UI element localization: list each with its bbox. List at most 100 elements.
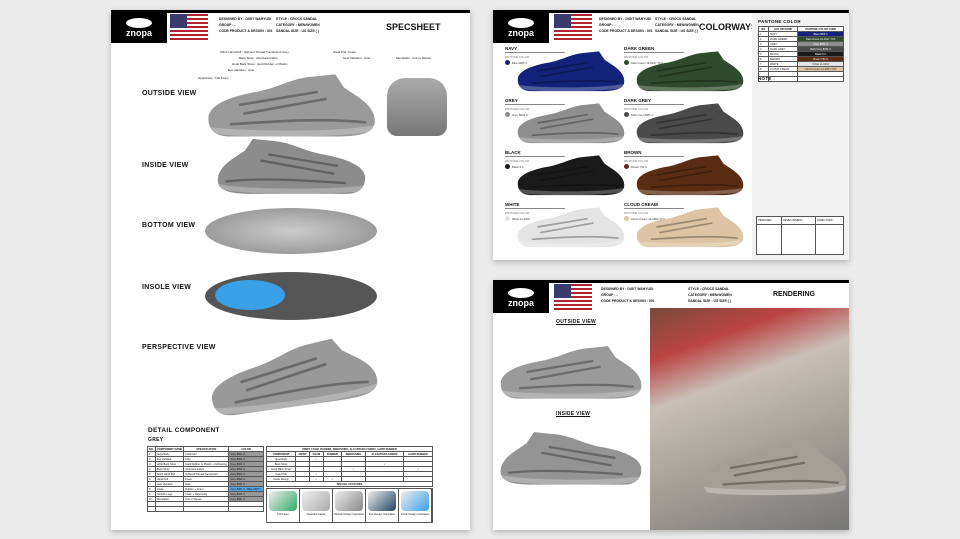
page-title: COLORWAYS	[699, 22, 758, 32]
colorway-shoe	[634, 48, 746, 94]
category: CATEGORY : MEN/WOMEN	[688, 293, 732, 297]
callout: Hook Back Strap : Hard Rubber or Plastic	[232, 62, 288, 66]
group: GROUP : -	[599, 23, 616, 27]
brand-name: znopa	[126, 28, 152, 38]
colorway-shoe	[515, 204, 627, 250]
product-code: CODE PRODUCT & DESIGN : 001	[601, 299, 655, 303]
pantone-code: Dark Grey 8001 C	[631, 113, 654, 117]
feature-label: Insole Design Inspiration	[400, 513, 430, 516]
meta-right: STYLE : CROCS SANDAL CATEGORY : MEN/WOMEN…	[688, 286, 732, 304]
colorway-name: WHITE	[505, 202, 520, 207]
color-swatch	[624, 112, 629, 117]
feature-item: Insole Design Inspiration	[399, 489, 432, 522]
feature-image	[302, 491, 330, 511]
color-swatch	[505, 216, 510, 221]
designer: DESIGNED BY : DIGIT WAHYUDI	[219, 17, 272, 21]
outside-view-label: OUTSIDE VIEW	[556, 319, 596, 325]
process-table: PRINT, FOAM, RUBBER, DEBOSSING, ALCANTAR…	[265, 446, 433, 487]
color-swatch	[624, 60, 629, 65]
style: STYLE : CROCS SANDAL	[655, 17, 697, 21]
feature-item: Alcantara Fabric	[300, 489, 333, 522]
colorway-name: NAVY	[505, 46, 518, 51]
us-flag	[554, 284, 592, 310]
feature-image	[269, 491, 297, 511]
insole-view-label: INSOLE VIEW	[142, 284, 192, 291]
size: SANDAL SIZE : US SIZE ( )	[688, 299, 731, 303]
directors-sign: DIRECTORS	[815, 216, 844, 225]
color-swatch	[624, 216, 629, 221]
size: SANDAL SIZE : US SIZE ( )	[655, 29, 698, 33]
shoe-bottom-view	[205, 208, 377, 254]
brand-logo: znopa	[493, 283, 549, 313]
colorway-name: CLOUD CREAM	[624, 202, 658, 207]
designer-sign: DESIGNER	[755, 216, 783, 225]
colorway-shoe	[634, 204, 746, 250]
rendering-photo	[650, 308, 849, 530]
page-title: RENDERING	[773, 291, 816, 298]
outside-view-label: OUTSIDE VIEW	[142, 90, 197, 97]
colorway-name: BLACK	[505, 150, 521, 155]
inside-view-label: INSIDE VIEW	[556, 411, 591, 417]
callout: Monolabel : Knit or Weave	[396, 56, 432, 60]
us-flag	[554, 14, 592, 40]
color-swatch	[505, 60, 510, 65]
shoe-perspective-view	[200, 318, 386, 431]
top-bar	[493, 280, 849, 283]
colorway-shoe	[634, 152, 746, 198]
pantone-sub: PANTONE COLOR	[624, 159, 648, 163]
colorway-shoe	[515, 48, 627, 94]
pantone-sub: PANTONE COLOR	[624, 55, 648, 59]
render-inside-shoe	[497, 428, 645, 488]
colorway-name: DARK GREEN	[624, 46, 655, 51]
feature-label: Alcantara Fabric	[306, 513, 326, 516]
feature-item: Eye Design Inspiration	[366, 489, 399, 522]
brand-logo: znopa	[493, 13, 549, 43]
style: STYLE : CROCS SANDAL	[276, 17, 318, 21]
pantone-sub: PANTONE COLOR	[505, 55, 529, 59]
table-row: Hand Pull✓	[265, 471, 433, 477]
bottom-view-label: BOTTOM VIEW	[142, 222, 196, 229]
feature-image	[335, 491, 363, 511]
pantone-code: White 11-0601	[512, 217, 530, 221]
pantone-sub: PANTONE COLOR	[505, 107, 529, 111]
feature-image	[401, 491, 429, 511]
brand-name: znopa	[508, 298, 534, 308]
colorway-name: GREY	[505, 98, 518, 103]
size: SANDAL SIZE : US SIZE ( )	[276, 29, 319, 33]
colorway-name: DARK GREY	[624, 98, 652, 103]
callout: Stitch Hand Pull : Nylbond Thread Transl…	[220, 50, 289, 54]
pantone-sub: PANTONE COLOR	[505, 211, 529, 215]
callout: Hand Pull : Foam	[333, 50, 357, 54]
color-swatch	[505, 164, 510, 169]
designer: DESIGNED BY : DIGIT WAHYUDI	[599, 17, 652, 21]
pantone-code: Grey 8001 C	[512, 113, 528, 117]
category: CATEGORY : MEN/WOMEN	[655, 23, 699, 27]
top-bar	[493, 10, 849, 13]
style: STYLE : CROCS SANDAL	[688, 287, 730, 291]
callout: Upperbody : Full Foam	[198, 76, 229, 80]
feature-item: Full Foam	[267, 489, 300, 522]
shoe-outside-view	[204, 70, 379, 140]
pantone-title: PANTONE COLOR	[758, 19, 801, 24]
meta-right: STYLE : CROCS SANDAL CATEGORY : MEN/WOMEN…	[655, 16, 699, 34]
features-title: SPECIAL FEATURES	[266, 481, 433, 487]
brand-name: znopa	[508, 28, 534, 38]
group: GROUP : -	[601, 293, 618, 297]
feature-image	[368, 491, 396, 511]
colorway-shoe	[515, 100, 627, 146]
pantone-sub: PANTONE COLOR	[624, 211, 648, 215]
pantone-code: Dark Green 19-0417 TCX	[631, 61, 663, 65]
render-outside-shoe	[497, 342, 645, 402]
brand-logo: znopa	[111, 13, 167, 43]
inside-view-label: INSIDE VIEW	[142, 162, 189, 169]
feature-label: Outsole Design Inspiration	[333, 513, 365, 516]
us-flag	[170, 14, 208, 40]
